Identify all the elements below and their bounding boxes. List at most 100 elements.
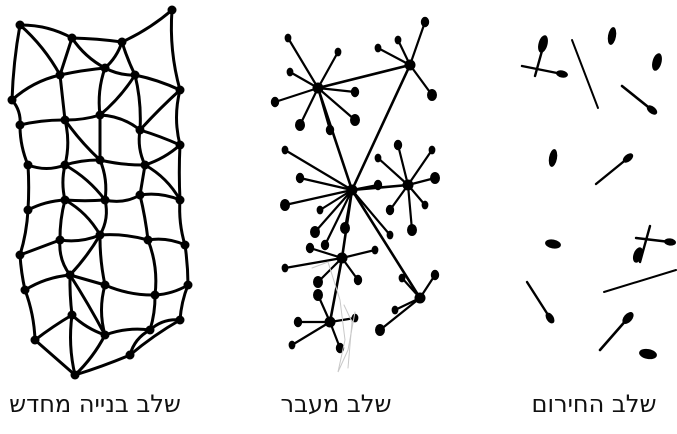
mesh-node xyxy=(136,191,145,200)
mesh-edge xyxy=(148,240,156,295)
hub-link xyxy=(318,65,410,88)
mesh-edge xyxy=(180,285,188,320)
mesh-edge xyxy=(20,240,60,255)
spoke-end xyxy=(306,243,314,253)
spoke-end xyxy=(280,199,290,211)
mesh-edge xyxy=(140,195,148,240)
transition-stage-network xyxy=(271,17,440,372)
spoke xyxy=(300,178,352,190)
fragment-line xyxy=(522,66,562,74)
mesh-edge xyxy=(65,200,105,201)
mesh-node xyxy=(31,336,40,345)
mesh-edge xyxy=(60,200,65,240)
rebuild-stage-label: שלב בנייה מחדש xyxy=(9,392,181,416)
mesh-edge xyxy=(20,25,60,75)
mesh-node xyxy=(168,6,177,15)
spoke-end xyxy=(282,264,289,273)
mesh-edge xyxy=(135,75,180,90)
spoke-end xyxy=(294,317,302,327)
mesh-node xyxy=(176,141,185,150)
emergency-stage-label: שלב החירום xyxy=(532,392,657,416)
emergency-stage-fragments xyxy=(522,26,676,360)
spoke-end xyxy=(375,44,382,53)
spoke-end xyxy=(335,48,342,57)
fragment-line xyxy=(527,282,550,318)
spoke-end xyxy=(317,206,324,215)
mesh-node xyxy=(101,281,110,290)
mesh-node xyxy=(96,156,105,165)
spoke-end xyxy=(421,17,429,27)
hub-node xyxy=(313,83,324,94)
mesh-edge xyxy=(122,10,172,42)
fragment-line xyxy=(604,270,676,292)
mesh-node xyxy=(151,291,160,300)
mesh-edge xyxy=(100,160,145,165)
spoke-end xyxy=(392,306,399,315)
mesh-node xyxy=(144,236,153,245)
mesh-node xyxy=(24,206,33,215)
mesh-node xyxy=(56,71,65,80)
spoke xyxy=(380,298,420,330)
mesh-edge xyxy=(100,200,106,235)
mesh-edge xyxy=(20,210,28,255)
fragment xyxy=(544,238,561,250)
hub-node xyxy=(325,317,336,328)
mesh-edge xyxy=(100,235,148,240)
mesh-edge xyxy=(60,235,100,241)
spoke-end xyxy=(395,36,402,45)
faint-trace xyxy=(344,305,352,368)
mesh-node xyxy=(101,331,110,340)
mesh-node xyxy=(101,64,110,73)
mesh-node xyxy=(176,86,185,95)
mesh-edge xyxy=(105,285,155,295)
mesh-edge xyxy=(60,68,105,75)
mesh-edge xyxy=(12,25,20,100)
spoke-end xyxy=(351,87,359,97)
mesh-edge xyxy=(28,165,29,210)
mesh-edge xyxy=(60,38,72,75)
mesh-edge xyxy=(180,200,185,245)
spoke-end xyxy=(387,231,394,240)
mesh-edge xyxy=(25,290,35,340)
mesh-node xyxy=(176,316,185,325)
mesh-edge xyxy=(65,115,100,120)
mesh-edge xyxy=(28,165,65,169)
mesh-node xyxy=(61,196,70,205)
spoke-end xyxy=(399,274,406,283)
spoke-end xyxy=(313,289,323,301)
mesh-node xyxy=(56,236,65,245)
mesh-edge xyxy=(105,195,140,201)
mesh-node xyxy=(16,121,25,130)
fragment xyxy=(547,148,558,167)
spoke xyxy=(352,190,390,235)
spoke-end xyxy=(422,201,429,210)
mesh-edge xyxy=(35,315,72,340)
mesh-edge xyxy=(72,38,105,68)
mesh-edge xyxy=(72,38,122,42)
mesh-node xyxy=(61,116,70,125)
fragment-line xyxy=(596,158,628,184)
mesh-node xyxy=(96,111,105,120)
mesh-edge xyxy=(28,200,65,210)
spoke-end xyxy=(354,275,362,285)
spoke-end xyxy=(287,68,294,77)
mesh-node xyxy=(176,196,185,205)
mesh-edge xyxy=(65,200,100,235)
spoke-end xyxy=(386,205,394,215)
mesh-node xyxy=(184,281,193,290)
spoke-end xyxy=(296,173,304,183)
mesh-node xyxy=(16,21,25,30)
mesh-edge xyxy=(145,145,180,165)
fragment xyxy=(536,34,549,54)
transition-stage-label: שלב מעבר xyxy=(281,392,392,416)
mesh-node xyxy=(71,371,80,380)
mesh-edge xyxy=(60,240,70,275)
mesh-edge xyxy=(20,120,65,125)
mesh-edge xyxy=(171,10,180,90)
mesh-node xyxy=(118,38,127,47)
spoke-end xyxy=(429,146,436,155)
mesh-edge xyxy=(105,42,122,68)
spoke-end xyxy=(313,276,323,288)
hub-node xyxy=(415,293,426,304)
